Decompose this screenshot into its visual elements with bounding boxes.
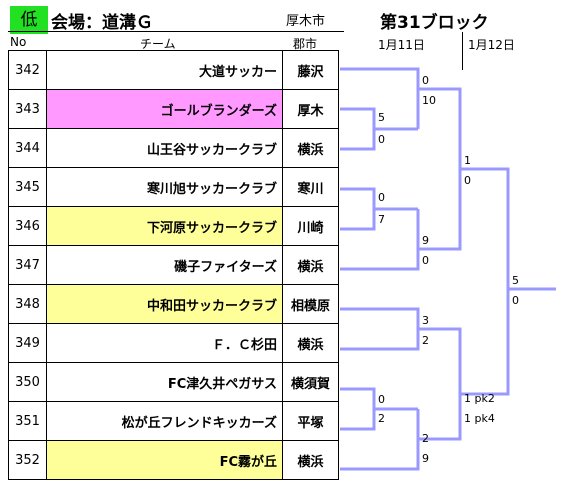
team-name: FC津久井ペガサス <box>46 362 283 402</box>
team-name: 磯子ファイターズ <box>46 245 283 285</box>
score-348: 3 <box>422 314 429 327</box>
score-343: 5 <box>378 111 385 124</box>
score-342: 0 <box>422 74 429 87</box>
score-semi2-top: 1 pk2 <box>464 392 495 405</box>
bracket-line-345-346 <box>340 187 376 231</box>
team-name: Ｆ．Ｃ杉田 <box>46 323 283 363</box>
team-city: 横須賀 <box>282 362 339 402</box>
bracket-line-348-349 <box>340 307 420 351</box>
team-city: 寒川 <box>282 167 339 207</box>
score-final-bottom: 0 <box>512 294 519 307</box>
team-name: ゴールブランダーズ <box>46 89 283 129</box>
team-city: 厚木 <box>282 89 339 129</box>
score-semi1-top: 1 <box>464 154 471 167</box>
team-number: 352 <box>8 440 47 480</box>
score-350: 0 <box>378 393 385 406</box>
team-city: 横浜 <box>282 440 339 480</box>
block-title: 第31ブロック <box>380 13 489 33</box>
bracket-line-b-vs-347 <box>340 209 420 271</box>
bracket-line-342-vs-a <box>340 67 420 129</box>
bracket-line-343-344 <box>340 107 376 151</box>
bracket-line-final <box>460 167 510 396</box>
bracket-line-semi-2 <box>418 327 462 441</box>
column-header-team: チーム <box>140 37 176 51</box>
team-number: 343 <box>8 89 47 129</box>
score-351: 2 <box>378 412 385 425</box>
column-header-city: 郡市 <box>293 37 318 51</box>
score-344: 0 <box>378 133 385 146</box>
score-semi2-bottom: 1 pk4 <box>464 412 495 425</box>
team-name: 寒川旭サッカークラブ <box>46 167 283 207</box>
team-number: 346 <box>8 206 47 246</box>
bracket-line-c-vs-352 <box>340 409 420 471</box>
team-number: 350 <box>8 362 47 402</box>
team-number: 342 <box>8 50 47 90</box>
bracket-line-350-351 <box>340 387 376 431</box>
team-name: 山王谷サッカークラブ <box>46 128 283 168</box>
team-number: 347 <box>8 245 47 285</box>
team-city: 横浜 <box>282 323 339 363</box>
score-winner-a: 10 <box>422 94 436 107</box>
team-name: 中和田サッカークラブ <box>46 284 283 324</box>
score-349: 2 <box>422 334 429 347</box>
score-346: 7 <box>378 213 385 226</box>
score-347: 0 <box>422 254 429 267</box>
venue-title: 会場：道溝Ｇ <box>51 13 153 33</box>
team-number: 345 <box>8 167 47 207</box>
score-winner-c: 2 <box>422 432 429 445</box>
level-badge: 低 <box>10 6 48 34</box>
team-city: 横浜 <box>282 128 339 168</box>
prefecture-label: 厚木市 <box>286 14 326 29</box>
team-city: 藤沢 <box>282 50 339 90</box>
score-winner-b: 9 <box>422 234 429 247</box>
round-date-2: 1月12日 <box>468 38 515 52</box>
team-name: FC霧が丘 <box>46 440 283 480</box>
score-345: 0 <box>378 191 385 204</box>
bracket-line-semi-1 <box>418 87 462 251</box>
team-number: 344 <box>8 128 47 168</box>
team-city: 横浜 <box>282 245 339 285</box>
column-header-no: No <box>10 35 27 49</box>
team-name: 松が丘フレンドキッカーズ <box>46 401 283 441</box>
score-352: 9 <box>422 452 429 465</box>
team-number: 348 <box>8 284 47 324</box>
date-divider <box>462 32 463 70</box>
score-semi1-bottom: 0 <box>464 174 471 187</box>
round-date-1: 1月11日 <box>378 38 425 52</box>
team-name: 大道サッカー <box>46 50 283 90</box>
score-final-top: 5 <box>512 274 519 287</box>
header-underline <box>8 31 344 32</box>
